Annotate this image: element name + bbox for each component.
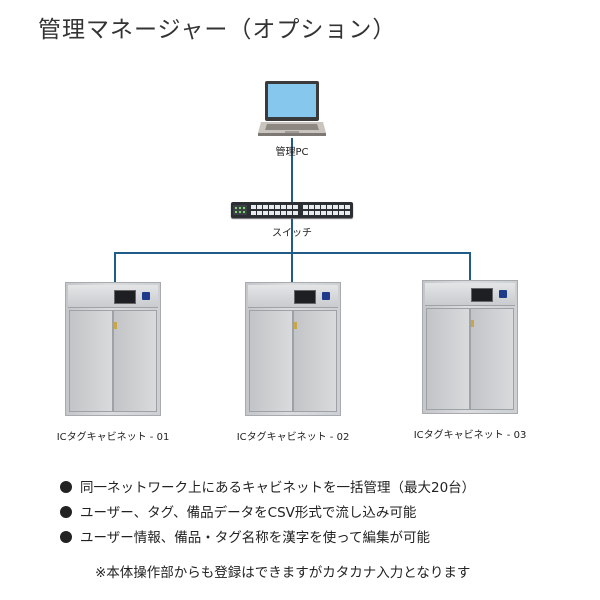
cabinet-03-icon: [422, 280, 518, 414]
cabinet-logo: [322, 292, 330, 300]
network-switch-icon: [231, 202, 353, 218]
bullet-dot-icon: [60, 506, 72, 518]
cabinet-lock: [294, 322, 297, 329]
cabinet-screen: [114, 290, 136, 304]
list-item: ユーザー情報、備品・タグ名称を漢字を使って編集が可能: [60, 526, 475, 551]
bus-to-cabinet-01-line: [114, 252, 116, 282]
cabinet-lock: [471, 320, 474, 327]
cabinet-right-door: [113, 310, 157, 412]
bus-to-cabinet-03-line: [469, 252, 471, 280]
cabinet-top-panel: [248, 285, 338, 308]
cabinet-logo: [142, 292, 150, 300]
cabinet-01-label: ICタグキャビネット - 01: [56, 432, 170, 443]
cabinet-right-door: [470, 308, 514, 410]
cabinet-02-label: ICタグキャビネット - 02: [236, 432, 350, 443]
cabinet-left-door: [69, 310, 113, 412]
cabinet-logo: [499, 290, 507, 298]
footnote: ※本体操作部からも登録はできますがカタカナ入力となります: [95, 565, 471, 581]
pc-label: 管理PC: [275, 147, 309, 158]
bullet-dot-icon: [60, 531, 72, 543]
cabinet-02-icon: [245, 282, 341, 416]
list-item: 同一ネットワーク上にあるキャビネットを一括管理（最大20台）: [60, 476, 475, 501]
laptop-icon: [258, 80, 326, 138]
cabinet-lock: [114, 322, 117, 329]
cabinet-screen: [471, 288, 493, 302]
feature-list: 同一ネットワーク上にあるキャビネットを一括管理（最大20台） ユーザー、タグ、備…: [60, 476, 475, 551]
list-item-text: 同一ネットワーク上にあるキャビネットを一括管理（最大20台）: [80, 480, 476, 496]
bullet-dot-icon: [60, 481, 72, 493]
cabinet-01-icon: [65, 282, 161, 416]
cabinet-top-panel: [425, 283, 515, 306]
cabinet-screen: [294, 290, 316, 304]
list-item-text: ユーザー情報、備品・タグ名称を漢字を使って編集が可能: [80, 530, 431, 546]
cabinet-03-label: ICタグキャビネット - 03: [413, 430, 527, 441]
bus-to-cabinet-02-line: [291, 252, 293, 282]
cabinet-left-door: [249, 310, 293, 412]
cabinet-left-door: [426, 308, 470, 410]
pc-to-switch-line: [291, 138, 293, 202]
list-item-text: ユーザー、タグ、備品データをCSV形式で流し込み可能: [80, 505, 417, 521]
list-item: ユーザー、タグ、備品データをCSV形式で流し込み可能: [60, 501, 475, 526]
switch-label: スイッチ: [272, 228, 312, 239]
page-title: 管理マネージャー（オプション）: [38, 17, 397, 43]
cabinet-right-door: [293, 310, 337, 412]
switch-to-bus-line: [291, 218, 293, 254]
cabinet-top-panel: [68, 285, 158, 308]
